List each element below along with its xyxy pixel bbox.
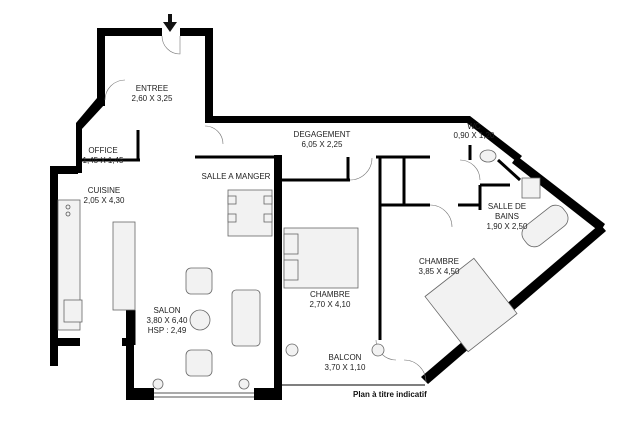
armchair: [185, 267, 213, 295]
room-hsp-salon: HSP : 2,49: [148, 326, 187, 335]
room-name-cuisine: CUISINE: [88, 186, 120, 195]
kitchen-island: [112, 221, 136, 311]
plant-icon: [285, 343, 299, 357]
interior-walls: [78, 130, 522, 345]
arrow-down-icon: [163, 14, 177, 32]
room-dims-degagement: 6,05 X 2,25: [302, 140, 343, 149]
room-name-salle-de-bains: SALLE DE: [488, 202, 526, 211]
room-name-degagement: DEGAGEMENT: [294, 130, 351, 139]
room-name-salon: SALON: [153, 306, 180, 315]
room-name-salle-a-manger: SALLE A MANGER: [202, 172, 271, 181]
bathtub: [521, 204, 569, 248]
room-name-balcon: BALCON: [329, 353, 362, 362]
room-dims-entree: 2,60 X 3,25: [132, 94, 173, 103]
door-swings: [104, 35, 481, 383]
toilet: [479, 149, 497, 163]
furniture: [57, 149, 569, 390]
room-dims-office: 1,45 X 1,45: [83, 156, 124, 165]
room-name-wc: WC: [467, 122, 481, 131]
coffee-table: [189, 309, 211, 331]
room-dims-chambre-2: 3,85 X 4,50: [419, 267, 460, 276]
kitchen-sink: [63, 299, 83, 323]
washbasin: [521, 177, 541, 199]
room-name-chambre-2: CHAMBRE: [419, 257, 459, 266]
room-dims-balcon: 3,70 X 1,10: [325, 363, 366, 372]
sofa: [231, 289, 261, 347]
plant-icon: [238, 378, 250, 390]
room-dims-wc: 0,90 X 1,20: [454, 131, 495, 140]
room-name-chambre-1: CHAMBRE: [310, 290, 350, 299]
plant-icon: [371, 343, 385, 357]
bed: [424, 257, 518, 353]
room-dims-salle-de-bains: 1,90 X 2,50: [487, 222, 528, 231]
room-name-office: OFFICE: [88, 146, 117, 155]
room-labels: ENTREE 2,60 X 3,25 OFFICE 1,45 X 1,45 CU…: [83, 84, 528, 372]
disclaimer-note: Plan à titre indicatif: [353, 390, 427, 399]
stove-icon: [65, 204, 71, 210]
room-dims-cuisine: 2,05 X 4,30: [84, 196, 125, 205]
plant-icon: [152, 378, 164, 390]
room-dims-salon: 3,80 X 6,40: [147, 316, 188, 325]
room-name2-salle-de-bains: BAINS: [495, 212, 519, 221]
kitchen-counter: [57, 199, 81, 331]
room-dims-chambre-1: 2,70 X 4,10: [310, 300, 351, 309]
armchair: [185, 349, 213, 377]
room-name-entree: ENTREE: [136, 84, 168, 93]
